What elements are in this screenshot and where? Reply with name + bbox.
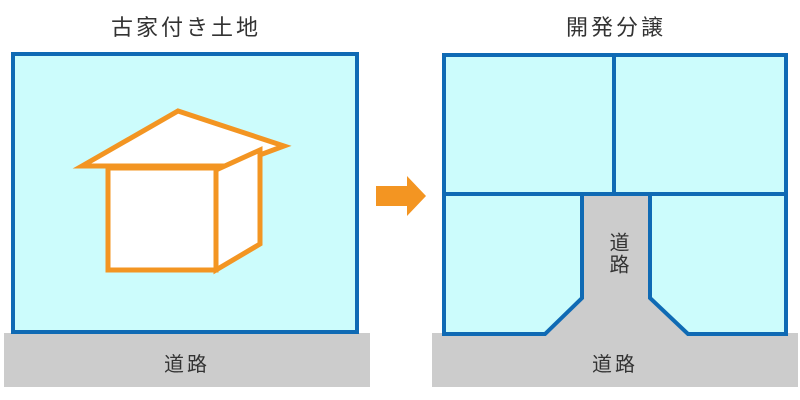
- lot-bottom-left: [442, 192, 584, 336]
- right-arrow-icon: [376, 176, 426, 216]
- left-lot: [11, 52, 359, 334]
- private-road-label: 道路: [606, 232, 630, 276]
- lot-top-left: [442, 53, 616, 196]
- house-icon: [72, 108, 292, 275]
- lot-top-right: [612, 53, 788, 196]
- right-road-label: 道路: [592, 352, 638, 376]
- old-house-land-title: 古家付き土地: [110, 16, 261, 41]
- left-road: [4, 333, 370, 387]
- development-subdivision-title: 開発分譲: [565, 16, 666, 41]
- right-road: [432, 333, 798, 387]
- private-road: [545, 194, 688, 334]
- house-front-wall: [105, 165, 219, 273]
- left-road-label: 道路: [164, 352, 210, 376]
- lot-bottom-right: [648, 192, 788, 336]
